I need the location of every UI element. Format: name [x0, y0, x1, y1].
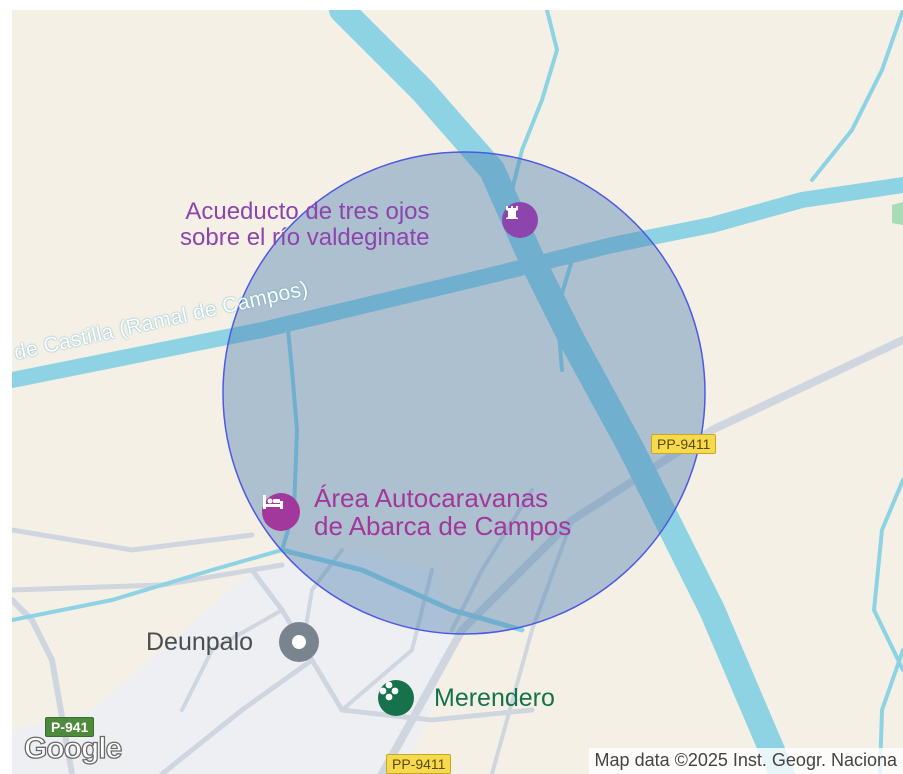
radius-circle[interactable] — [222, 151, 706, 635]
flower-icon[interactable] — [378, 680, 414, 716]
map-base-layer — [12, 10, 903, 774]
map-attribution[interactable]: Map data ©2025 Inst. Geogr. Naciona — [588, 748, 903, 774]
road-shield-pp9411-right: PP-9411 — [651, 434, 717, 454]
map-viewport[interactable]: Acueducto de tres ojos sobre el río vald… — [12, 10, 903, 774]
road-shield-pp9411-bottom: PP-9411 — [386, 754, 452, 774]
bed-icon[interactable] — [262, 493, 300, 531]
road-shield-p941: P-941 — [45, 717, 95, 737]
waterways — [12, 10, 903, 774]
monument-icon[interactable] — [502, 202, 538, 238]
rv-area-label-line2: de Abarca de Campos — [314, 511, 572, 541]
aqueduct-label-line1: Acueducto de tres ojos — [185, 198, 430, 225]
park-area — [892, 202, 903, 225]
picnic-label[interactable]: Merendero — [434, 684, 555, 712]
google-logo[interactable]: Google — [23, 731, 123, 765]
town-pin-icon[interactable] — [279, 622, 319, 662]
town-area — [12, 550, 452, 774]
aqueduct-label[interactable]: Acueducto de tres ojos sobre el río vald… — [180, 199, 430, 251]
rv-area-label[interactable]: Área Autocaravanas de Abarca de Campos — [314, 484, 571, 540]
aqueduct-label-line2: sobre el río valdeginate — [180, 224, 430, 251]
rv-area-label-line1: Área Autocaravanas — [314, 483, 549, 513]
town-label[interactable]: Deunpalo — [146, 628, 254, 656]
